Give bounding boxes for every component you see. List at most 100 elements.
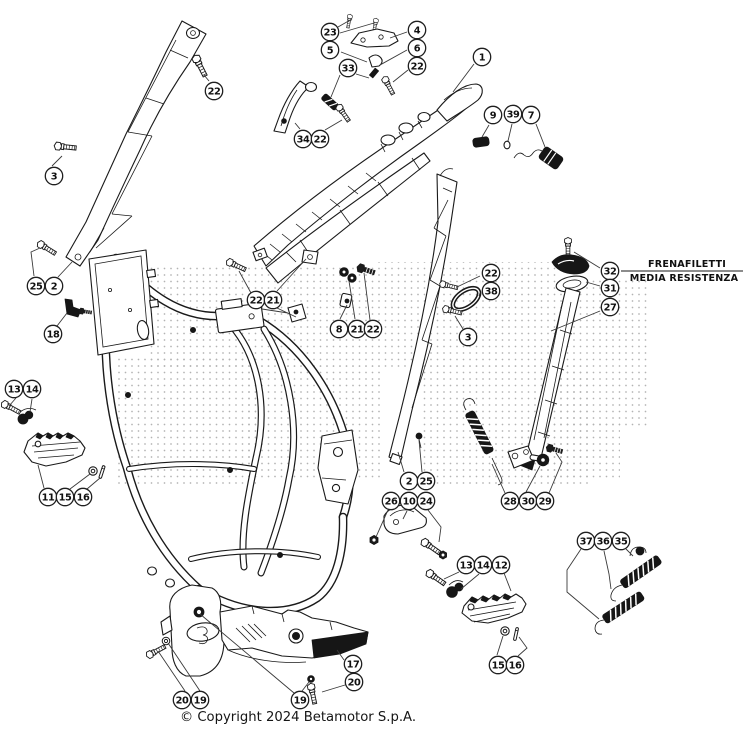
callout-28: 28 bbox=[500, 491, 520, 511]
callout-29: 29 bbox=[535, 491, 555, 511]
svg-text:35: 35 bbox=[615, 536, 628, 547]
svg-text:28: 28 bbox=[504, 496, 517, 507]
svg-text:20: 20 bbox=[176, 695, 189, 706]
callout-14: 14 bbox=[22, 379, 42, 399]
callout-10: 10 bbox=[399, 491, 419, 511]
svg-text:32: 32 bbox=[604, 266, 617, 277]
callout-21: 21 bbox=[347, 319, 367, 339]
svg-text:17: 17 bbox=[347, 659, 360, 670]
svg-text:1: 1 bbox=[479, 52, 486, 63]
callout-15: 15 bbox=[488, 655, 508, 675]
callout-12: 12 bbox=[491, 555, 511, 575]
callout-20: 20 bbox=[344, 672, 364, 692]
callout-34: 34 bbox=[293, 129, 313, 149]
footpeg-right bbox=[424, 567, 527, 642]
callout-5: 5 bbox=[320, 40, 340, 60]
svg-text:13: 13 bbox=[460, 560, 473, 571]
callout-15: 15 bbox=[55, 487, 75, 507]
stand-spring-and-pivot bbox=[463, 398, 564, 486]
svg-text:22: 22 bbox=[485, 268, 498, 279]
svg-text:19: 19 bbox=[194, 695, 207, 706]
callout-14: 14 bbox=[473, 555, 493, 575]
callout-16: 16 bbox=[73, 487, 93, 507]
svg-text:36: 36 bbox=[597, 536, 610, 547]
svg-text:10: 10 bbox=[403, 496, 416, 507]
svg-text:24: 24 bbox=[420, 496, 433, 507]
callout-7: 7 bbox=[521, 105, 541, 125]
callout-19: 19 bbox=[190, 690, 210, 710]
callout-36: 36 bbox=[593, 531, 613, 551]
bolt-22-upper-left bbox=[190, 53, 210, 79]
callout-39: 39 bbox=[503, 104, 523, 124]
callout-37: 37 bbox=[576, 531, 596, 551]
callout-3: 3 bbox=[458, 327, 478, 347]
callout-32: 32 bbox=[600, 261, 620, 281]
callout-22: 22 bbox=[204, 81, 224, 101]
svg-text:33: 33 bbox=[342, 63, 355, 74]
callout-22: 22 bbox=[363, 319, 383, 339]
callout-13: 13 bbox=[4, 379, 24, 399]
callout-2: 2 bbox=[399, 471, 419, 491]
svg-text:39: 39 bbox=[507, 109, 520, 120]
svg-text:2: 2 bbox=[51, 281, 57, 292]
svg-text:16: 16 bbox=[77, 492, 90, 503]
callout-2: 2 bbox=[44, 276, 64, 296]
svg-text:22: 22 bbox=[250, 295, 263, 306]
svg-text:15: 15 bbox=[59, 492, 72, 503]
callout-17: 17 bbox=[343, 654, 363, 674]
main-frame bbox=[88, 249, 359, 616]
footpeg-mount-bracket bbox=[369, 504, 448, 560]
leader-lines bbox=[8, 18, 634, 694]
skid-plate bbox=[144, 584, 369, 705]
svg-text:8: 8 bbox=[336, 324, 343, 335]
elbow-fitting-18 bbox=[64, 298, 93, 318]
svg-text:11: 11 bbox=[42, 492, 55, 503]
pull-strap-38 bbox=[438, 279, 482, 317]
footpeg-left bbox=[0, 399, 106, 480]
halftone-shading bbox=[118, 262, 648, 486]
svg-text:18: 18 bbox=[47, 329, 60, 340]
svg-text:34: 34 bbox=[297, 134, 310, 145]
copyright: © Copyright 2024 Betamotor S.p.A. bbox=[180, 710, 416, 725]
svg-text:5: 5 bbox=[327, 45, 334, 56]
svg-text:37: 37 bbox=[580, 536, 593, 547]
callout-22: 22 bbox=[407, 56, 427, 76]
callout-6: 6 bbox=[407, 38, 427, 58]
callout-3: 3 bbox=[44, 166, 64, 186]
callout-33: 33 bbox=[338, 58, 358, 78]
svg-text:15: 15 bbox=[492, 660, 505, 671]
front-frame-guard-left bbox=[65, 20, 207, 267]
callout-18: 18 bbox=[43, 324, 63, 344]
svg-text:29: 29 bbox=[539, 496, 552, 507]
callout-24: 24 bbox=[416, 491, 436, 511]
svg-text:22: 22 bbox=[314, 134, 327, 145]
svg-text:6: 6 bbox=[414, 43, 421, 54]
svg-text:21: 21 bbox=[267, 295, 280, 306]
seat-bracket-hardware bbox=[321, 13, 399, 124]
cable-grommet-parts bbox=[472, 136, 564, 170]
svg-text:2: 2 bbox=[406, 476, 412, 487]
svg-text:7: 7 bbox=[528, 110, 535, 121]
callout-4: 4 bbox=[407, 20, 427, 40]
callout-35: 35 bbox=[611, 531, 631, 551]
svg-text:23: 23 bbox=[324, 27, 337, 38]
svg-text:26: 26 bbox=[385, 496, 398, 507]
subframe-mount-hardware bbox=[224, 249, 377, 309]
svg-text:12: 12 bbox=[495, 560, 508, 571]
callout-22: 22 bbox=[481, 263, 501, 283]
svg-text:30: 30 bbox=[522, 496, 535, 507]
callout-11: 11 bbox=[38, 487, 58, 507]
note-line2: MEDIA RESISTENZA bbox=[630, 273, 739, 284]
callout-21: 21 bbox=[263, 290, 283, 310]
callout-22: 22 bbox=[246, 290, 266, 310]
svg-text:13: 13 bbox=[8, 384, 21, 395]
svg-text:25: 25 bbox=[30, 281, 43, 292]
note-line1: FRENAFILETTI bbox=[648, 259, 726, 270]
callout-31: 31 bbox=[600, 278, 620, 298]
callout-9: 9 bbox=[483, 105, 503, 125]
svg-text:14: 14 bbox=[477, 560, 490, 571]
svg-text:38: 38 bbox=[485, 286, 498, 297]
